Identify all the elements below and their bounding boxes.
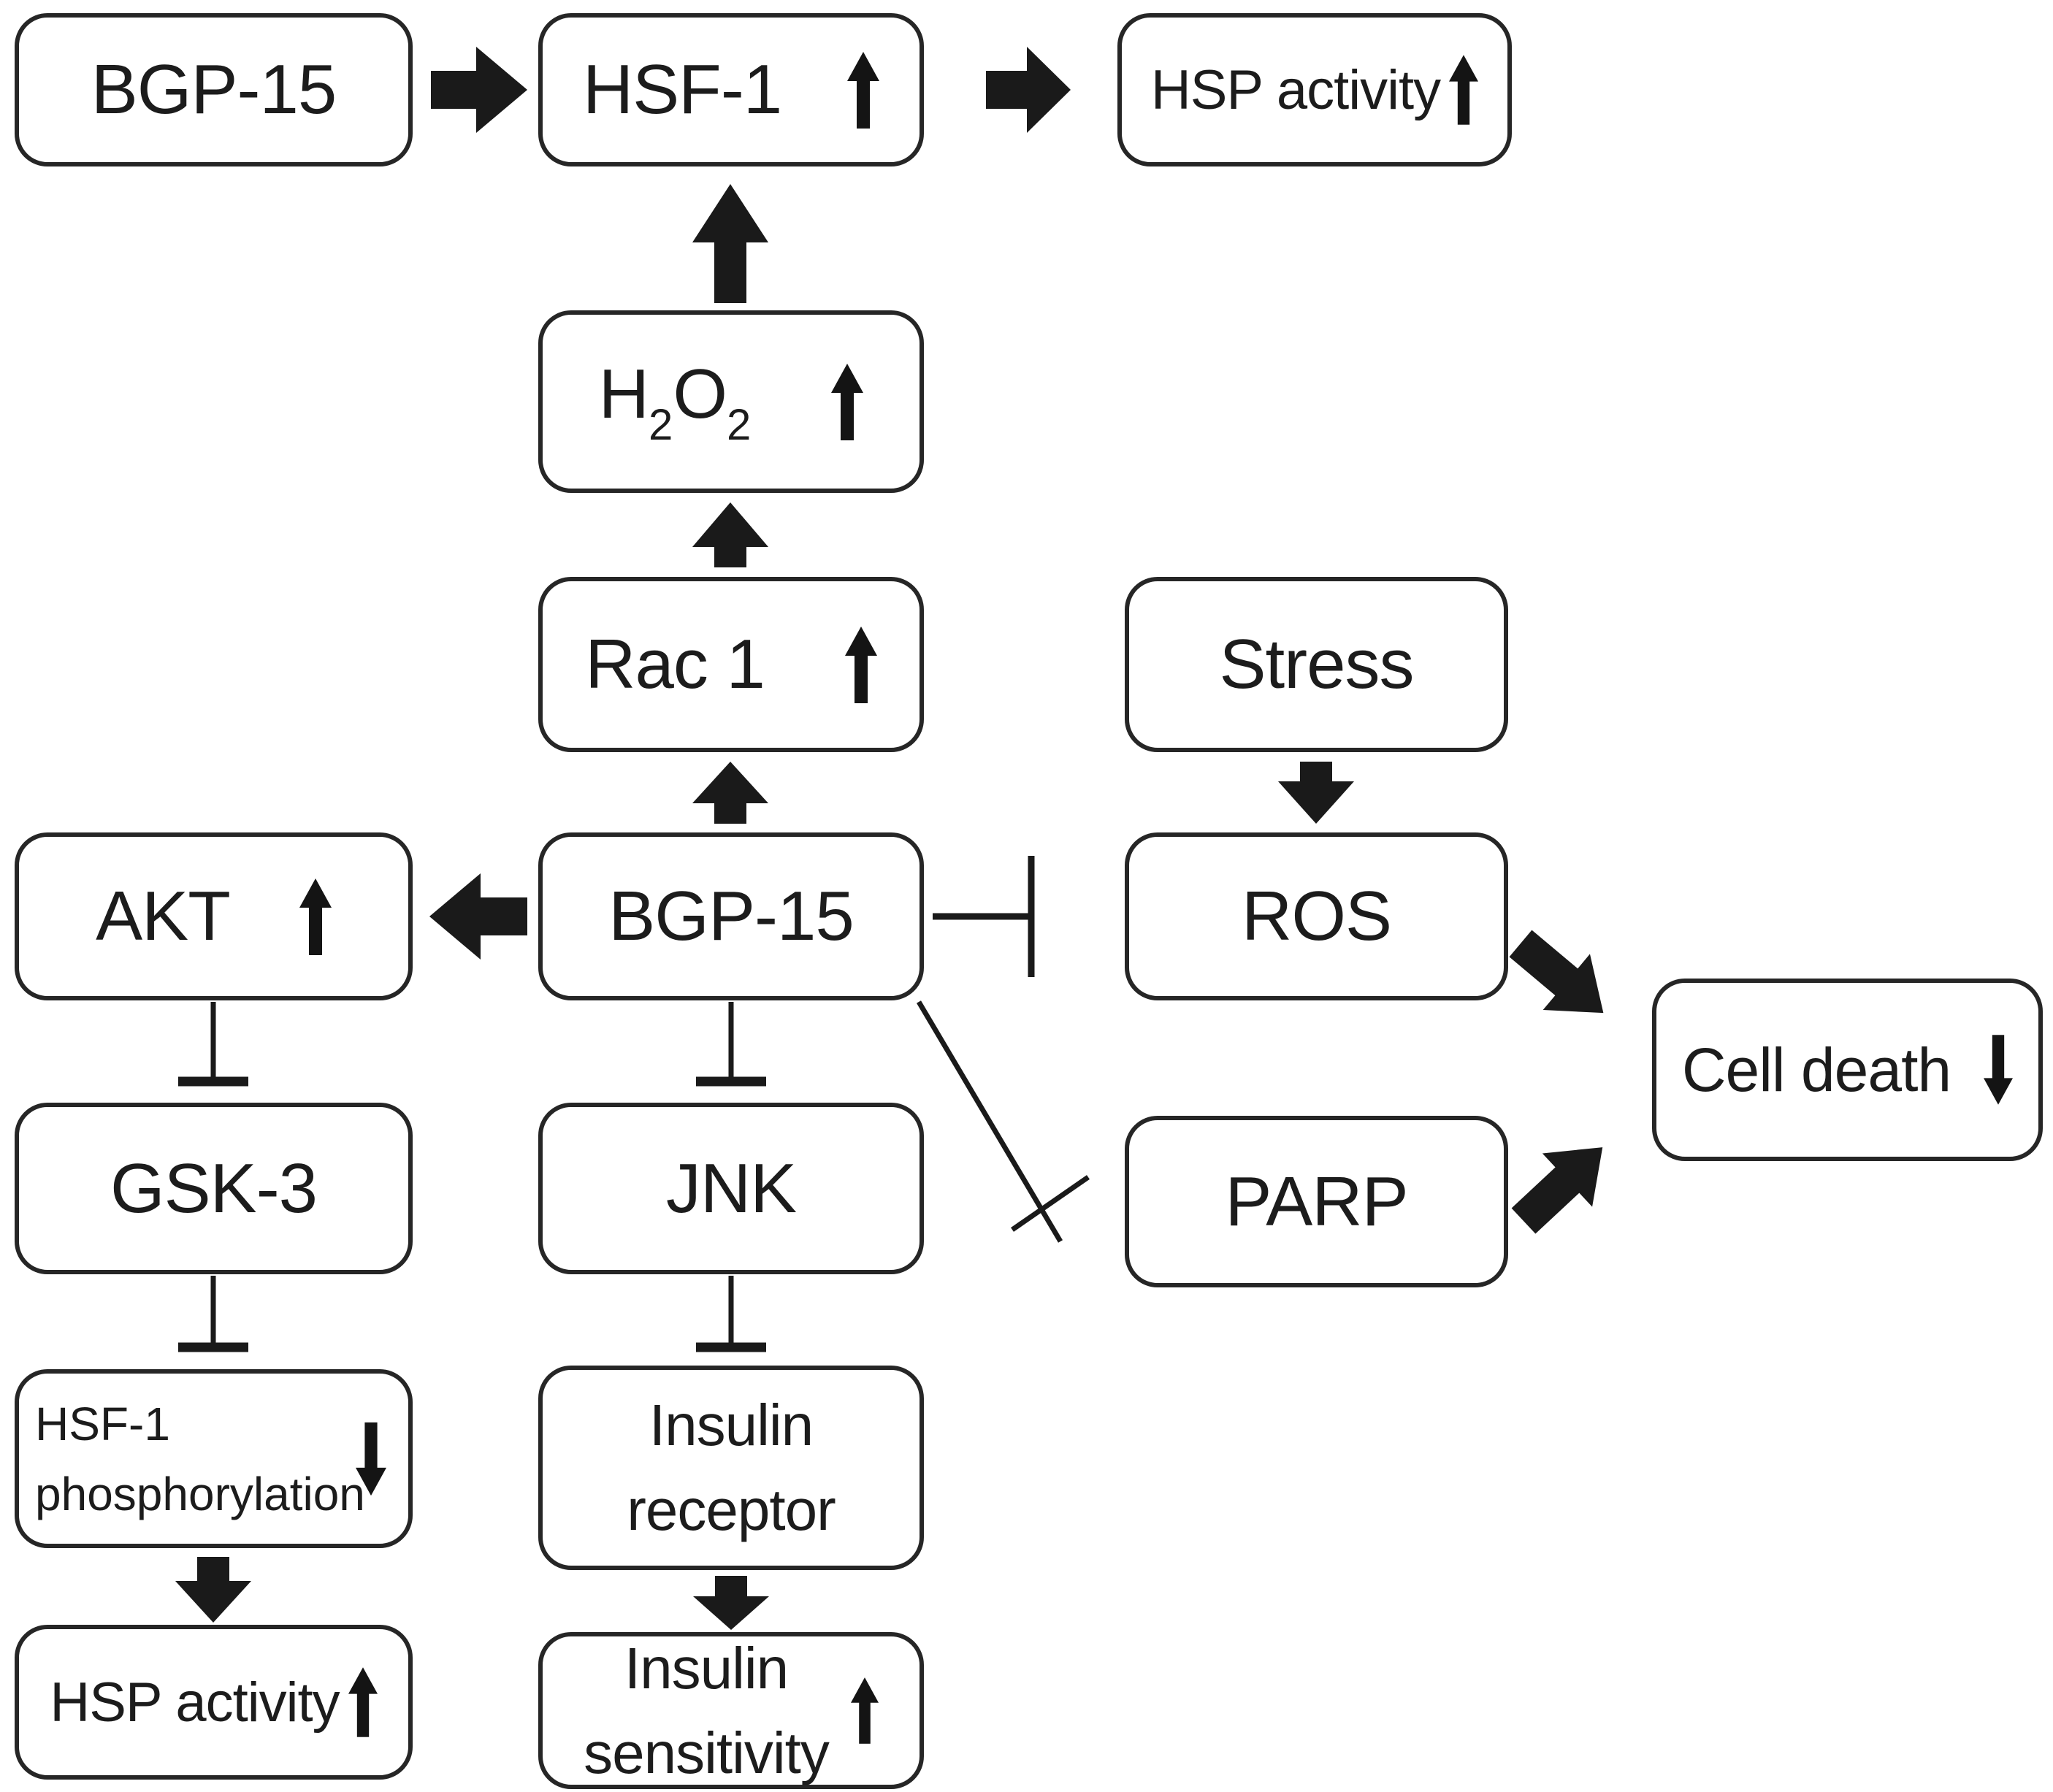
- tbar-akt-to-gsk3: [178, 1002, 248, 1087]
- up-arrow-icon: [348, 1667, 378, 1737]
- node-h2o2: H2O2: [538, 310, 924, 493]
- tbar-jnk-to-insulin-receptor: [696, 1276, 766, 1352]
- arrow-hsf1-phosphorylation-to-hsp-activity: [175, 1557, 251, 1623]
- arrow-insulin-receptor-to-insulin-sensitivity: [693, 1576, 769, 1630]
- node-cell-death: Cell death: [1652, 979, 2043, 1161]
- arrow-hsf1-to-hsp-activity: [986, 47, 1071, 133]
- parp-label: PARP: [1225, 1162, 1408, 1241]
- down-arrow-icon: [1984, 1035, 2014, 1105]
- arrow-bgp15-to-akt: [429, 873, 527, 960]
- up-arrow-icon: [850, 1677, 879, 1744]
- bgp15-top-label: BGP-15: [91, 50, 337, 129]
- up-arrow-icon: [299, 878, 332, 955]
- hsp-activity-bottom-label: HSP activity: [50, 1671, 340, 1734]
- up-arrow-icon: [831, 363, 864, 440]
- node-insulin-sensitivity: Insulin sensitivity: [538, 1632, 924, 1789]
- tbar-bgp15-to-jnk: [696, 1002, 766, 1087]
- arrow-parp-to-cell-death: [1511, 1147, 1603, 1234]
- node-akt: AKT: [15, 832, 413, 1000]
- hsf1-label: HSF-1: [582, 50, 782, 129]
- tbar-gsk3-to-hsf1-phosphorylation: [178, 1276, 248, 1352]
- up-arrow-icon: [844, 626, 877, 703]
- up-arrow-icon: [847, 51, 880, 129]
- node-parp: PARP: [1125, 1116, 1508, 1287]
- arrow-h2o2-to-hsf1: [692, 184, 768, 303]
- node-gsk3: GSK-3: [15, 1103, 413, 1274]
- arrow-bgp15-to-rac1: [692, 762, 768, 824]
- arrow-ros-to-cell-death: [1509, 930, 1604, 1014]
- tbar-bgp15-to-parp: [916, 1000, 1090, 1243]
- up-arrow-icon: [1449, 55, 1479, 125]
- rac1-label: Rac 1: [585, 625, 765, 703]
- down-arrow-icon: [356, 1422, 386, 1496]
- ros-label: ROS: [1241, 877, 1392, 955]
- arrow-rac1-to-h2o2: [692, 502, 768, 567]
- node-ros: ROS: [1125, 832, 1508, 1000]
- hsp-activity-top-label: HSP activity: [1150, 58, 1441, 121]
- node-bgp15-mid: BGP-15: [538, 832, 924, 1000]
- node-hsp-activity-bottom: HSP activity: [15, 1625, 413, 1780]
- node-rac1: Rac 1: [538, 577, 924, 752]
- akt-label: AKT: [96, 877, 231, 955]
- node-hsp-activity-top: HSP activity: [1117, 13, 1512, 166]
- stress-label: Stress: [1219, 625, 1414, 703]
- insulin-sensitivity-label: Insulin sensitivity: [584, 1635, 830, 1785]
- arrow-stress-to-ros: [1278, 762, 1354, 824]
- node-stress: Stress: [1125, 577, 1508, 752]
- node-jnk: JNK: [538, 1103, 924, 1274]
- h2o2-formula: H2O2: [598, 354, 752, 449]
- hsf1-phosphorylation-label: HSF-1 phosphorylation: [35, 1397, 365, 1520]
- gsk3-label: GSK-3: [110, 1149, 318, 1228]
- insulin-receptor-label: Insulin receptor: [627, 1393, 836, 1542]
- tbar-bgp15-to-ros: [933, 856, 1035, 977]
- cell-death-label: Cell death: [1681, 1035, 1951, 1104]
- node-hsf1: HSF-1: [538, 13, 924, 166]
- node-hsf1-phosphorylation: HSF-1 phosphorylation: [15, 1369, 413, 1548]
- node-bgp15-top: BGP-15: [15, 13, 413, 166]
- arrow-bgp15-to-hsf1: [431, 47, 527, 133]
- jnk-label: JNK: [665, 1149, 797, 1228]
- node-insulin-receptor: Insulin receptor: [538, 1366, 924, 1570]
- bgp15-mid-label: BGP-15: [608, 877, 854, 955]
